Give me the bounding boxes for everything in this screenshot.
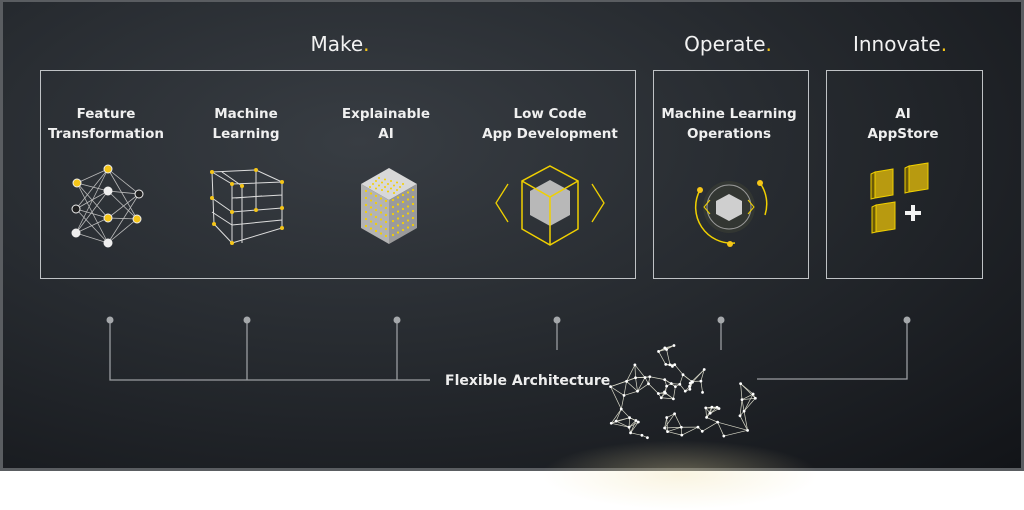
flexible-architecture-label: Flexible Architecture bbox=[445, 373, 610, 389]
app-store-blocks-icon bbox=[871, 163, 928, 233]
connector-dots bbox=[107, 317, 911, 324]
mlops-cycle-icon bbox=[696, 180, 767, 247]
wireframe-cube-icon bbox=[210, 168, 284, 245]
explainable-cube-icon bbox=[361, 168, 417, 244]
neural-network-icon bbox=[72, 165, 143, 247]
low-code-cube-icon bbox=[496, 166, 604, 245]
cloud-mesh-icon bbox=[609, 344, 757, 439]
connector-lines bbox=[110, 320, 907, 380]
